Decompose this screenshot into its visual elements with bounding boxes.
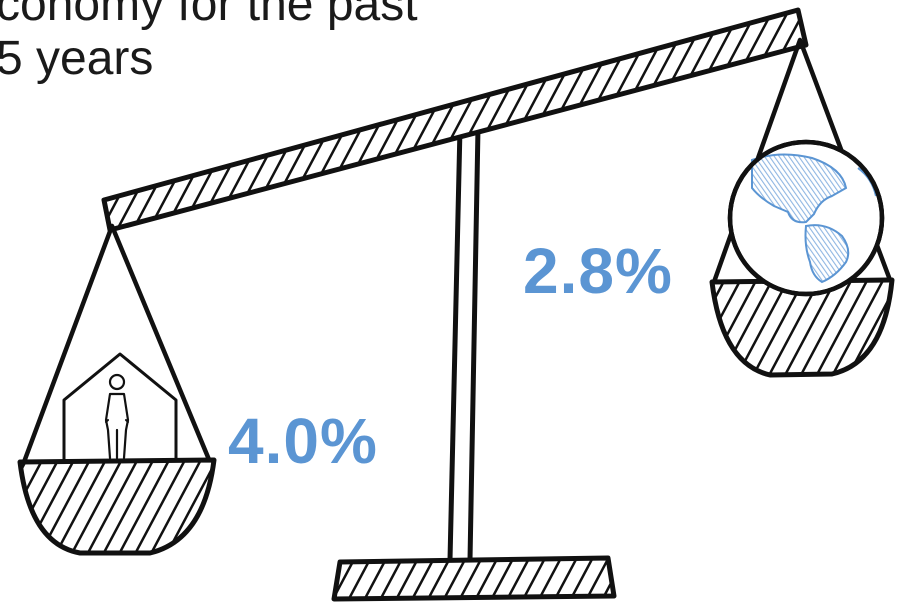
- left-pan-percentage: 4.0%: [228, 405, 378, 477]
- heading: conomy for the past 5 years: [0, 0, 418, 86]
- left-pan: [17, 223, 217, 556]
- scale-pillar: [447, 125, 481, 563]
- scale-base: [331, 555, 617, 602]
- house-with-person-icon: [62, 352, 178, 461]
- heading-line-1: conomy for the past: [0, 0, 418, 31]
- heading-line-2: 5 years: [0, 32, 154, 85]
- right-pan-percentage: 2.8%: [523, 235, 673, 307]
- globe-icon: [727, 139, 885, 297]
- scale-beam: [101, 7, 809, 233]
